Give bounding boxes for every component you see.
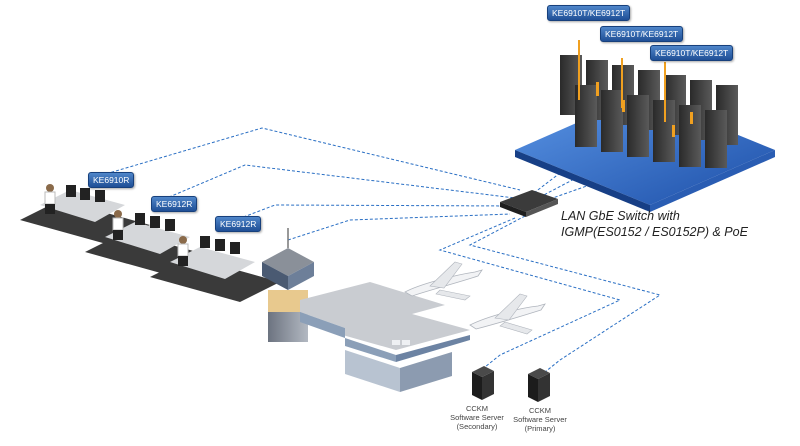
desk-label-3: KE6912R (215, 216, 262, 232)
server-secondary-type: Software Server (450, 413, 504, 422)
rack-label-middle: KE6910T/KE6912T (600, 26, 684, 42)
link-desk2-switch (154, 164, 516, 204)
switch-label: LAN GbE Switch with IGMP(ES0152 / ES0152… (561, 208, 748, 240)
cckm-server-primary (528, 368, 550, 402)
server-primary-type: Software Server (513, 415, 567, 424)
link-desk1-switch (91, 127, 521, 191)
control-tower (262, 228, 314, 342)
link-switch-secondary (438, 217, 622, 368)
link-desk3-switch (219, 204, 513, 227)
airplane-1 (404, 261, 483, 301)
server-secondary-role: (Secondary) (456, 422, 498, 431)
airplane-2 (469, 293, 546, 335)
cckm-server-secondary (472, 366, 494, 400)
terminal-building (300, 282, 470, 392)
rack-label-right: KE6910T/KE6912T (650, 45, 734, 61)
lan-switch (500, 190, 558, 217)
server-secondary-name: CCKM (465, 404, 489, 413)
operator-desk-3 (150, 236, 280, 302)
server-racks (560, 40, 738, 168)
switch-label-line-1: LAN GbE Switch with (561, 209, 680, 223)
rack-row-front (575, 85, 727, 168)
link-tower-switch (287, 213, 511, 241)
desk-label-1: KE6910R (88, 172, 135, 188)
rack-highlights (578, 40, 693, 137)
server-label-secondary: CCKM Software Server (Secondary) (437, 404, 517, 431)
desk-label-2: KE6912R (151, 196, 198, 212)
server-primary-role: (Primary) (524, 424, 556, 433)
switch-label-line-2: IGMP(ES0152 / ES0152P) & PoE (561, 225, 748, 239)
rack-label-top: KE6910T/KE6912T (547, 5, 631, 21)
server-label-primary: CCKM Software Server (Primary) (500, 406, 580, 433)
server-primary-name: CCKM (528, 406, 552, 415)
link-switch-primary (468, 215, 662, 373)
